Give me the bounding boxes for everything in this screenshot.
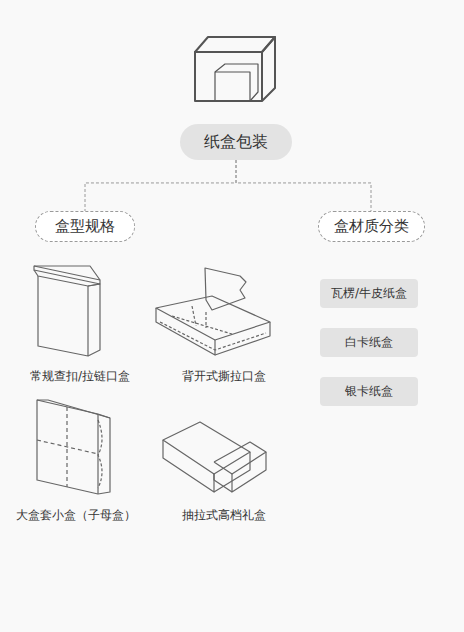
drawer-box-drawing: [163, 422, 266, 492]
node-text: 银卡纸盒: [345, 383, 393, 400]
node-text: 纸盒包装: [204, 132, 268, 153]
category-pill: 盒型规格: [35, 211, 135, 242]
tuck-box-drawing: [34, 266, 100, 356]
category-pill: 盒材质分类: [318, 211, 425, 242]
caption-label: 常规查扣/拉链口盒: [30, 368, 130, 385]
material-box: 白卡纸盒: [320, 328, 418, 357]
material-box: 瓦楞/牛皮纸盒: [320, 279, 418, 308]
nested-box-drawing: [37, 400, 110, 494]
root-pill: 纸盒包装: [180, 124, 292, 160]
node-text: 白卡纸盒: [345, 334, 393, 351]
node-text: 盒型规格: [55, 217, 115, 236]
tree-connector: [236, 160, 371, 211]
caption-label: 背开式撕拉口盒: [182, 368, 266, 385]
box-icon: [195, 37, 275, 101]
tear-strip-box-drawing: [156, 268, 270, 355]
node-text: 盒材质分类: [334, 217, 409, 236]
material-box: 银卡纸盒: [320, 377, 418, 406]
caption-label: 抽拉式高档礼盒: [182, 507, 266, 524]
node-text: 瓦楞/牛皮纸盒: [331, 285, 407, 302]
tree-connector: [85, 160, 236, 211]
caption-label: 大盒套小盒（子母盒）: [16, 507, 136, 524]
